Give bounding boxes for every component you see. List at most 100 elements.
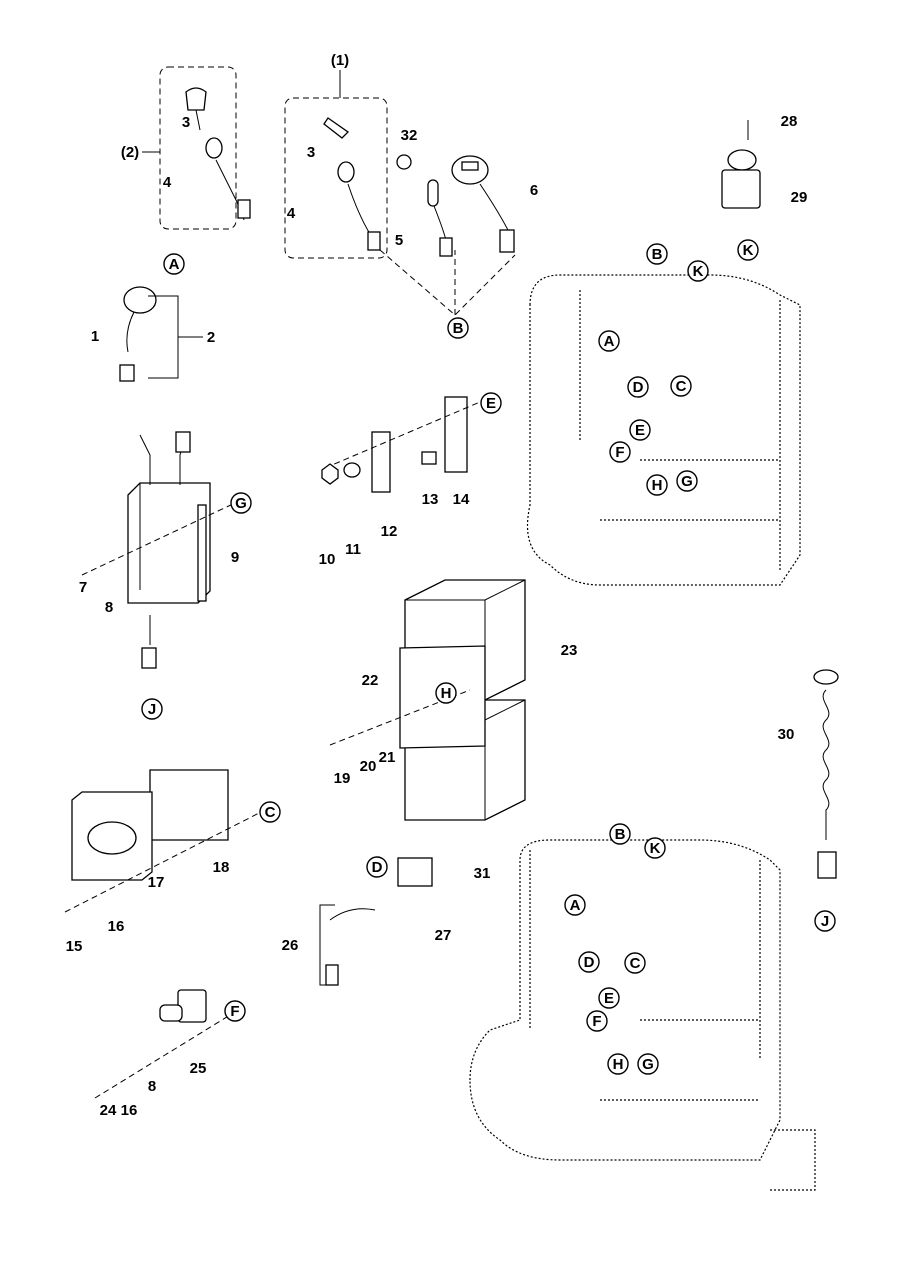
reference-marker-A: A bbox=[564, 894, 586, 916]
reference-marker-E: E bbox=[480, 392, 502, 414]
callout-text: 15 bbox=[66, 938, 83, 955]
reference-marker-H: H bbox=[607, 1053, 629, 1075]
display-17-18 bbox=[64, 769, 266, 913]
part-number-3: 3 bbox=[307, 144, 315, 161]
callout-text: 32 bbox=[401, 127, 418, 144]
power-cord-30 bbox=[813, 669, 839, 879]
part-number-10: 10 bbox=[319, 551, 336, 568]
reference-marker-H: H bbox=[646, 474, 668, 496]
chassis-frame-upper bbox=[526, 274, 801, 586]
marker-circle bbox=[141, 698, 163, 720]
marker-circle bbox=[224, 1000, 246, 1022]
part-number-2: 2 bbox=[207, 329, 215, 346]
marker-circle bbox=[609, 441, 631, 463]
callout-text: 5 bbox=[395, 232, 403, 249]
callout-text: 30 bbox=[778, 726, 795, 743]
callout-text: 19 bbox=[334, 770, 351, 787]
callout-text: 1 bbox=[91, 328, 99, 345]
part-number-4: 4 bbox=[287, 205, 296, 222]
callout-text: D bbox=[372, 859, 383, 876]
marker-circle bbox=[366, 856, 388, 878]
callout-text: 28 bbox=[781, 113, 798, 130]
marker-circle bbox=[644, 837, 666, 859]
callout-text: 9 bbox=[231, 549, 239, 566]
callout-text: (2) bbox=[121, 144, 139, 161]
part-number-16: 16 bbox=[121, 1102, 138, 1119]
callout-text: D bbox=[633, 379, 644, 396]
callout-text: B bbox=[453, 320, 464, 337]
reference-marker-E: E bbox=[629, 419, 651, 441]
part-number-15: 15 bbox=[66, 938, 83, 955]
marker-circle bbox=[564, 894, 586, 916]
part-number-6: 6 bbox=[530, 182, 538, 199]
usb-socket-6 bbox=[396, 154, 515, 257]
callout-text: 11 bbox=[345, 541, 361, 558]
part-number-11: 11 bbox=[345, 541, 361, 558]
callout-text: F bbox=[592, 1013, 601, 1030]
marker-circle bbox=[435, 682, 457, 704]
marker-circle bbox=[586, 1010, 608, 1032]
part-number-29: 29 bbox=[791, 189, 808, 206]
key-switch-1 bbox=[323, 117, 381, 251]
part-number-9: 9 bbox=[231, 549, 239, 566]
callout-text: 6 bbox=[530, 182, 538, 199]
part-number-3: 3 bbox=[182, 114, 190, 131]
marker-circle bbox=[687, 260, 709, 282]
marker-circle bbox=[230, 492, 252, 514]
part-number-group-1group-: (1) bbox=[331, 52, 349, 69]
callout-text: D bbox=[584, 954, 595, 971]
callout-text: G bbox=[681, 473, 693, 490]
marker-circle bbox=[670, 375, 692, 397]
part-number-22: 22 bbox=[362, 672, 379, 689]
marker-circle bbox=[624, 952, 646, 974]
reference-marker-F: F bbox=[224, 1000, 246, 1022]
reference-marker-D: D bbox=[627, 376, 649, 398]
part-number-28: 28 bbox=[781, 113, 798, 130]
chassis-frame-lower bbox=[469, 839, 816, 1191]
callout-text: 21 bbox=[379, 749, 396, 766]
callout-text: E bbox=[486, 395, 496, 412]
reference-marker-G: G bbox=[676, 470, 698, 492]
marker-circle bbox=[646, 243, 668, 265]
relay-assembly bbox=[321, 396, 481, 493]
callout-text: J bbox=[148, 701, 156, 718]
reference-marker-B: B bbox=[646, 243, 668, 265]
marker-circle bbox=[259, 801, 281, 823]
callout-text: B bbox=[652, 246, 663, 263]
callout-text: H bbox=[441, 685, 452, 702]
reference-marker-J: J bbox=[141, 698, 163, 720]
reference-marker-K: K bbox=[687, 260, 709, 282]
reference-marker-C: C bbox=[259, 801, 281, 823]
callout-text: F bbox=[615, 444, 624, 461]
emergency-stop-29 bbox=[721, 120, 761, 209]
callout-text: 10 bbox=[319, 551, 336, 568]
part-number-12: 12 bbox=[381, 523, 398, 540]
callout-text: 20 bbox=[360, 758, 377, 775]
callout-text: G bbox=[235, 495, 247, 512]
callout-text: 18 bbox=[213, 859, 230, 876]
marker-circle bbox=[609, 823, 631, 845]
callout-text: C bbox=[265, 804, 276, 821]
callout-text: A bbox=[604, 333, 615, 350]
marker-circle bbox=[737, 239, 759, 261]
callout-text: A bbox=[169, 256, 180, 273]
part-number-31: 31 bbox=[474, 865, 491, 882]
part-number-32: 32 bbox=[401, 127, 418, 144]
reference-marker-K: K bbox=[644, 837, 666, 859]
callout-text: 4 bbox=[287, 205, 296, 222]
reference-marker-G: G bbox=[230, 492, 252, 514]
reference-marker-F: F bbox=[586, 1010, 608, 1032]
marker-circle bbox=[607, 1053, 629, 1075]
reference-marker-E: E bbox=[598, 987, 620, 1009]
part-number-25: 25 bbox=[190, 1060, 207, 1077]
callout-text: K bbox=[650, 840, 661, 857]
reference-marker-A: A bbox=[163, 253, 185, 275]
callout-text: 3 bbox=[307, 144, 315, 161]
callout-text: 16 bbox=[108, 918, 125, 935]
callout-text: 26 bbox=[282, 937, 299, 954]
callout-text: K bbox=[693, 263, 704, 280]
reference-marker-G: G bbox=[637, 1053, 659, 1075]
callout-text: (1) bbox=[331, 52, 349, 69]
